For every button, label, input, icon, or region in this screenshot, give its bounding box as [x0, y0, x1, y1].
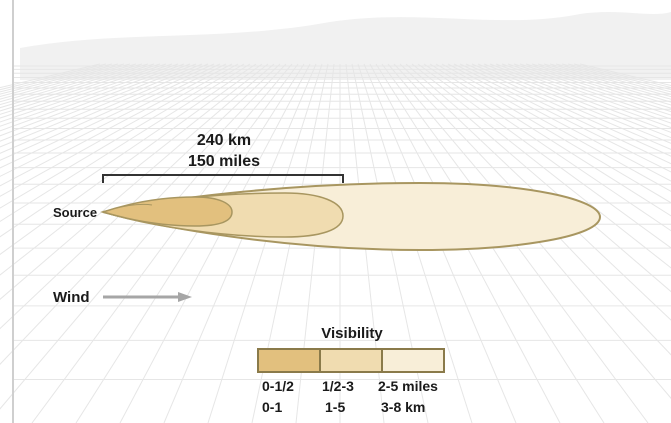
- legend-swatch-2-5-miles: [381, 348, 445, 373]
- legend-swatch-0-1-2-miles: [257, 348, 321, 373]
- background-hills: [20, 12, 671, 80]
- plume-core-detail: [102, 203, 153, 213]
- wind-arrow-icon: [103, 292, 192, 302]
- legend-miles-2: 2-5 miles: [378, 378, 438, 394]
- distance-km-label: 240 km: [197, 132, 251, 149]
- distance-bracket: [102, 174, 344, 183]
- plume-inner-zone: [100, 196, 233, 227]
- legend-miles-1: 1/2-3: [322, 378, 354, 394]
- ground-grid: [0, 63, 671, 423]
- legend-swatch-1-2-3-miles: [319, 348, 383, 373]
- wind-label: Wind: [53, 289, 90, 306]
- legend-miles-0: 0-1/2: [262, 378, 294, 394]
- legend-title: Visibility: [321, 325, 383, 342]
- legend-km-1: 1-5: [325, 399, 345, 415]
- legend-km-2: 3-8 km: [381, 399, 425, 415]
- legend-km-0: 0-1: [262, 399, 282, 415]
- distance-miles-label: 150 miles: [188, 153, 260, 170]
- source-label: Source: [53, 205, 97, 220]
- visibility-legend: [257, 348, 445, 373]
